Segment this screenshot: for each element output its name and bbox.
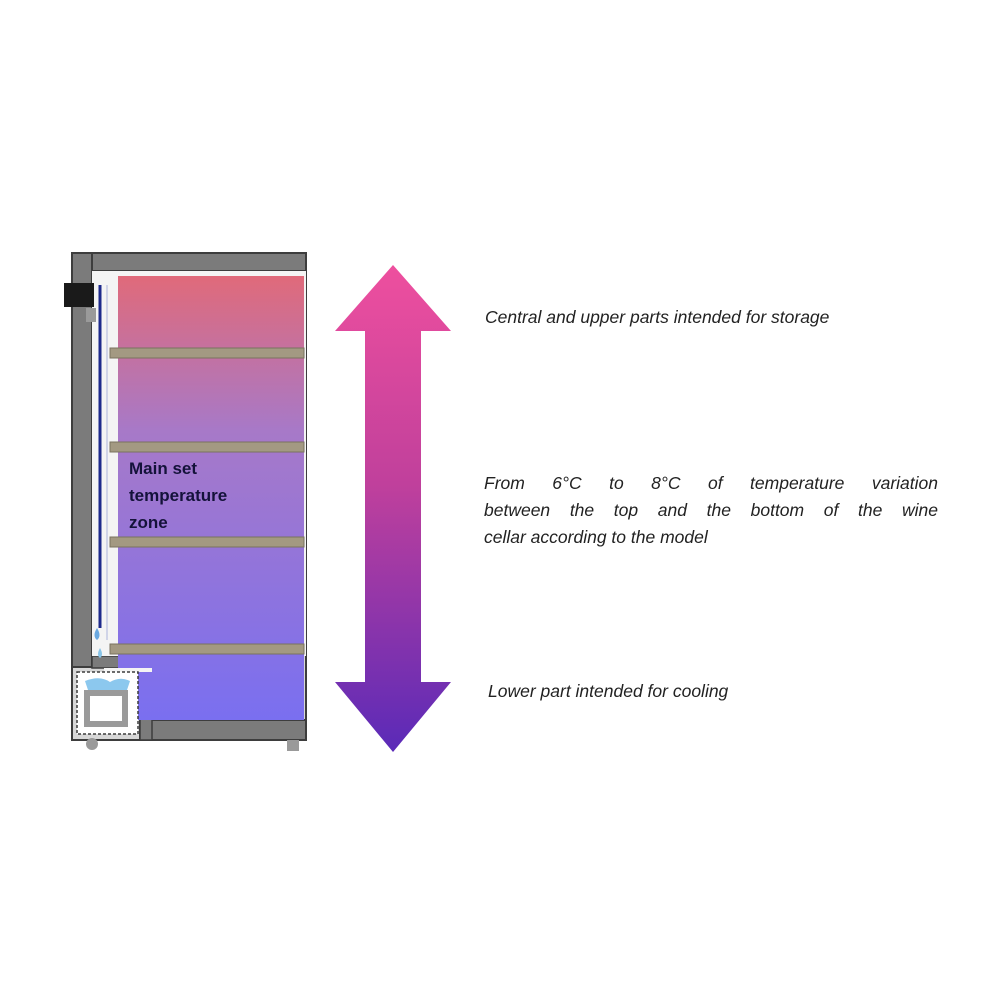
shelf bbox=[109, 441, 305, 453]
water-drop-icon bbox=[94, 628, 102, 658]
zone-label-line: Main set bbox=[129, 459, 198, 478]
temperature-variation-caption: From 6°C to 8°C of temperature variation… bbox=[484, 470, 938, 551]
interior-lower-step bbox=[104, 668, 152, 672]
storage-caption: Central and upper parts intended for sto… bbox=[485, 307, 830, 327]
caption-line: cellar according to the model bbox=[484, 527, 708, 547]
cooling-caption: Lower part intended for cooling bbox=[488, 681, 729, 701]
shelf bbox=[109, 347, 305, 359]
shelf bbox=[109, 536, 305, 548]
cooling-plate bbox=[98, 285, 108, 640]
shelf bbox=[109, 643, 305, 655]
zone-label-line: zone bbox=[129, 513, 168, 532]
temperature-variation-arrow bbox=[335, 265, 451, 752]
cabinet-foot bbox=[86, 738, 98, 750]
shelves bbox=[109, 347, 305, 655]
caption-line: between the top and the bottom of the wi… bbox=[484, 500, 938, 520]
caption-line: From 6°C to 8°C of temperature variation bbox=[484, 473, 938, 493]
compressor-icon bbox=[76, 671, 139, 735]
cabinet-top-wall bbox=[71, 252, 307, 272]
cabinet-foot bbox=[287, 740, 299, 751]
zone-label-line: temperature bbox=[129, 486, 228, 505]
main-zone-label: Main set temperature zone bbox=[129, 455, 269, 536]
cabinet-bottom-wall bbox=[139, 719, 307, 741]
thermostat-icon bbox=[64, 283, 96, 322]
